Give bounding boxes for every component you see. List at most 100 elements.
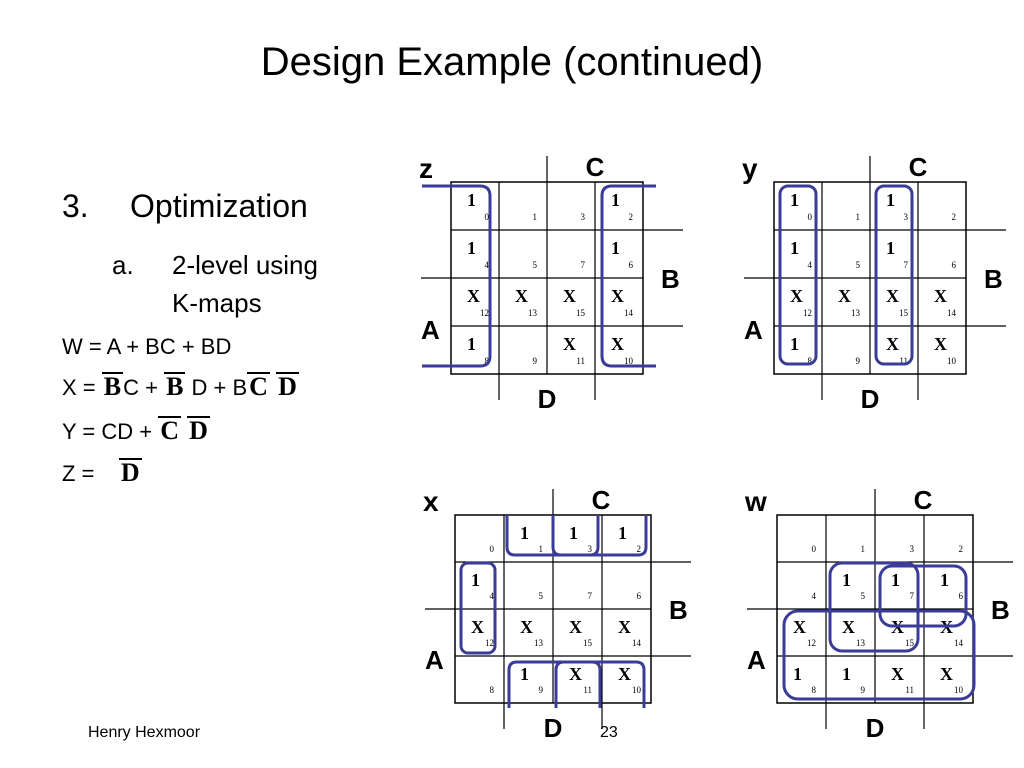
minterm-index: 13 <box>528 308 538 318</box>
minterm-index: 15 <box>576 308 586 318</box>
minterm-index: 11 <box>899 356 908 366</box>
kmap-cell-value: X <box>891 664 904 684</box>
minterm-index: 10 <box>632 685 642 695</box>
complement-b: B <box>164 372 186 401</box>
minterm-index: 13 <box>856 638 866 648</box>
minterm-index: 4 <box>808 260 813 270</box>
minterm-index: 5 <box>533 260 538 270</box>
kmap-cell-value: X <box>934 334 947 354</box>
axis-label-b: B <box>984 264 1003 294</box>
minterm-index: 5 <box>539 591 544 601</box>
kmap-cell-value: X <box>618 664 631 684</box>
sub-line-1: 2-level using <box>172 250 318 280</box>
kmap-cell-value: X <box>790 286 803 306</box>
minterm-index: 7 <box>904 260 909 270</box>
kmap-cell-value: X <box>940 664 953 684</box>
minterm-index: 12 <box>485 638 494 648</box>
equation-w: W = A + BC + BD <box>62 334 232 359</box>
implicant-loop <box>551 515 648 557</box>
complement-d: D <box>118 458 142 487</box>
kmap-cell-value: X <box>886 286 899 306</box>
equation-x: X = BC + B D + BC D <box>62 372 299 401</box>
minterm-index: 7 <box>581 260 586 270</box>
kmap-name: w <box>744 486 767 517</box>
kmap-cell-value: X <box>569 664 582 684</box>
kmap-cell-value: X <box>838 286 851 306</box>
minterm-index: 13 <box>534 638 544 648</box>
kmap-cell-value: 1 <box>886 238 895 258</box>
footer-author: Henry Hexmoor <box>88 724 201 741</box>
minterm-index: 4 <box>490 591 495 601</box>
minterm-index: 9 <box>539 685 544 695</box>
complement-d: D <box>276 372 299 401</box>
minterm-index: 3 <box>581 212 586 222</box>
minterm-index: 11 <box>583 685 592 695</box>
axis-label-a: A <box>744 315 763 345</box>
axis-label-c: C <box>909 152 928 182</box>
minterm-index: 6 <box>959 591 964 601</box>
kmap-cell-value: 1 <box>790 190 799 210</box>
minterm-index: 14 <box>632 638 642 648</box>
implicant-loop <box>507 660 602 708</box>
axis-label-c: C <box>914 485 933 515</box>
axis-label-d: D <box>861 384 880 414</box>
kmap-cell-value: 1 <box>842 664 851 684</box>
axis-label-b: B <box>669 595 688 625</box>
implicant-loop <box>600 184 656 368</box>
complement-d: D <box>187 416 210 445</box>
kmap-cell-value: 1 <box>793 664 802 684</box>
kmap-cell-value: X <box>563 286 576 306</box>
minterm-index: 5 <box>856 260 861 270</box>
axis-label-d: D <box>538 384 557 414</box>
kmap-cell-value: 1 <box>520 664 529 684</box>
minterm-index: 1 <box>861 544 866 554</box>
minterm-index: 14 <box>624 308 634 318</box>
kmap-cell-value: 1 <box>611 190 620 210</box>
minterm-index: 5 <box>861 591 866 601</box>
axis-label-d: D <box>544 713 563 743</box>
page-number: 23 <box>600 724 618 741</box>
minterm-index: 1 <box>539 544 544 554</box>
axis-label-a: A <box>421 315 440 345</box>
minterm-index: 6 <box>952 260 957 270</box>
minterm-index: 9 <box>856 356 861 366</box>
minterm-index: 0 <box>485 212 490 222</box>
minterm-index: 8 <box>812 685 817 695</box>
axis-label-b: B <box>991 595 1010 625</box>
kmap-cell-value: 1 <box>790 334 799 354</box>
axis-label-d: D <box>866 713 885 743</box>
minterm-index: 3 <box>904 212 909 222</box>
minterm-index: 1 <box>533 212 538 222</box>
minterm-index: 0 <box>490 544 495 554</box>
axis-label-c: C <box>586 152 605 182</box>
kmap-cell-value: X <box>569 617 582 637</box>
axis-label-c: C <box>592 485 611 515</box>
implicant-loop <box>554 660 646 708</box>
minterm-index: 13 <box>851 308 861 318</box>
kmap-cell-value: 1 <box>467 190 476 210</box>
minterm-index: 0 <box>812 544 817 554</box>
kmap-cell-value: X <box>611 334 624 354</box>
outline-label: Optimization <box>130 188 308 224</box>
implicant-loop <box>778 184 818 366</box>
minterm-index: 4 <box>812 591 817 601</box>
slide-title: Design Example (continued) <box>260 40 764 84</box>
minterm-index: 15 <box>905 638 915 648</box>
minterm-index: 8 <box>485 356 490 366</box>
minterm-index: 6 <box>637 591 642 601</box>
minterm-index: 10 <box>624 356 634 366</box>
kmap-cell-value: X <box>793 617 806 637</box>
sub-letter: a. <box>112 250 134 280</box>
equation-y: Y = CD + C D <box>62 416 210 445</box>
outline-subitem-a: a.2-level using K-maps <box>112 246 318 322</box>
implicant-loop <box>782 609 976 701</box>
kmap-cell-value: 1 <box>842 570 851 590</box>
kmap-cell-value: 1 <box>467 334 476 354</box>
minterm-index: 3 <box>588 544 593 554</box>
minterm-index: 11 <box>576 356 585 366</box>
minterm-index: 8 <box>490 685 495 695</box>
kmap-cell-value: 1 <box>940 570 949 590</box>
kmap-name: z <box>419 153 433 184</box>
minterm-index: 7 <box>588 591 593 601</box>
